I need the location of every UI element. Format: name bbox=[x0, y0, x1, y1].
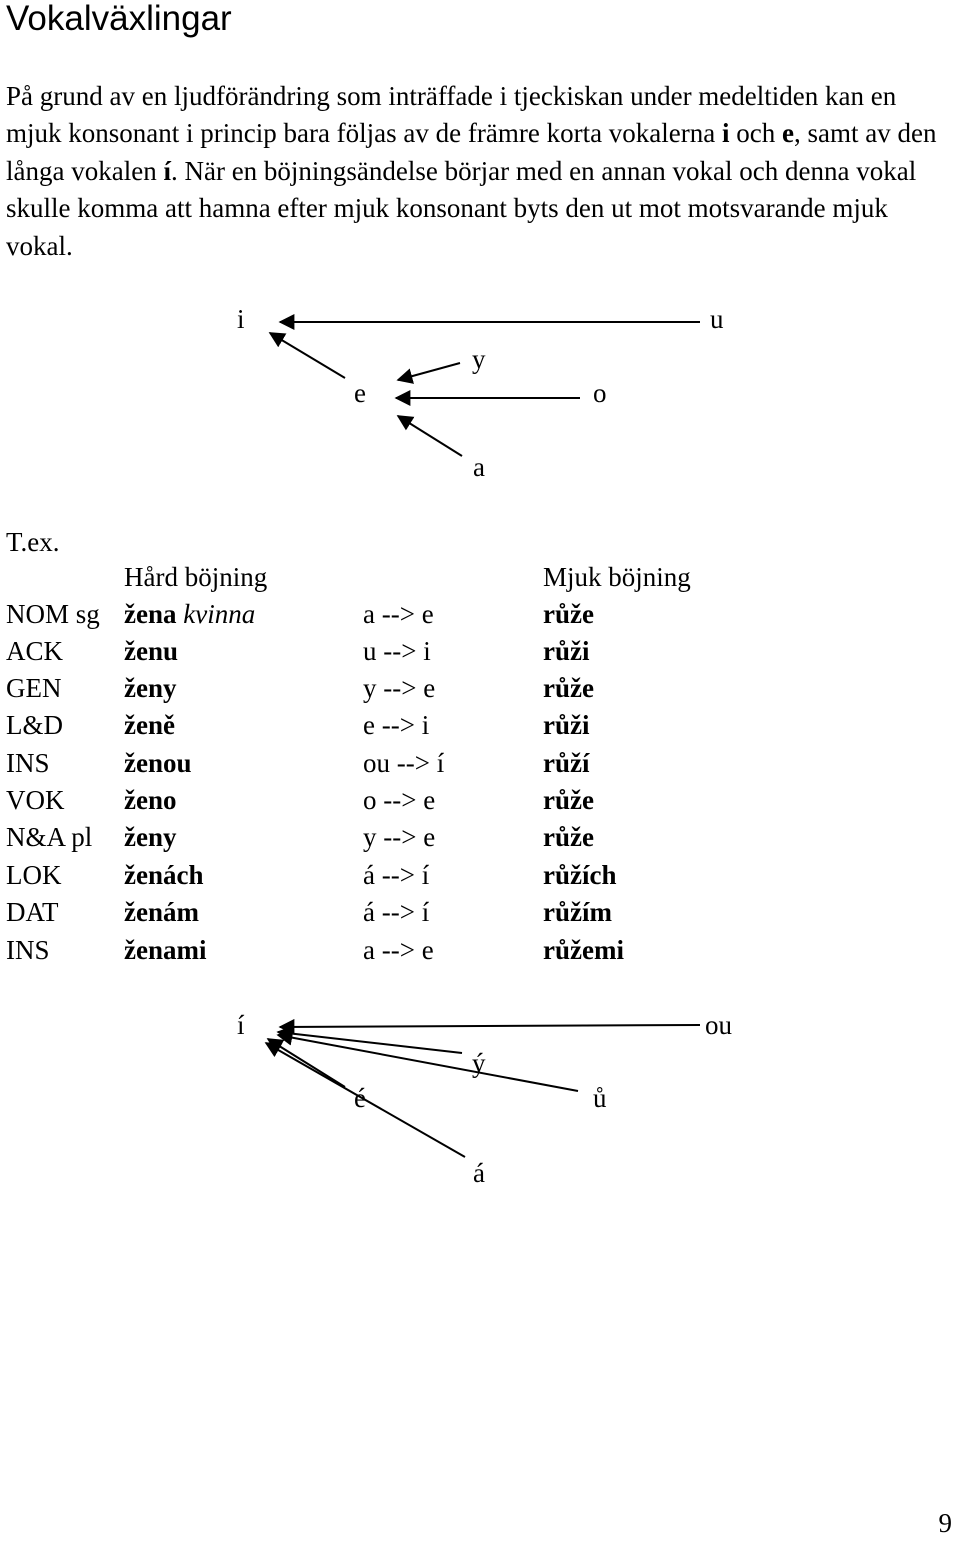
intro-text-3: , samt av den långa vokalen bbox=[6, 118, 937, 186]
example-label: T.ex. bbox=[6, 527, 60, 557]
hard-form: ženě bbox=[124, 710, 175, 740]
soft-form: růží bbox=[543, 748, 590, 778]
soft-form: růžích bbox=[543, 860, 617, 890]
gloss: kvinna bbox=[183, 599, 256, 629]
table-row: INS ženou ou --> í růží bbox=[0, 748, 960, 785]
node-a: a bbox=[473, 452, 485, 482]
vowel-change: á --> í bbox=[363, 860, 430, 890]
table-row: ACK ženu u --> i růži bbox=[0, 636, 960, 673]
arrow-a-to-e bbox=[396, 415, 463, 457]
arrow-long-y-to-long-i bbox=[276, 1025, 463, 1054]
table-row: INS ženami a --> e růžemi bbox=[0, 935, 960, 972]
table-row: DAT ženám á --> í růžím bbox=[0, 897, 960, 934]
long-vowel-diagram: í ou ý é ů á bbox=[0, 1005, 960, 1195]
intro-text-2: och bbox=[729, 118, 783, 149]
vowel-change: e --> i bbox=[363, 710, 430, 740]
vowel-change: o --> e bbox=[363, 785, 436, 815]
arrow-e-to-i bbox=[268, 332, 346, 379]
table-row: GEN ženy y --> e růže bbox=[0, 673, 960, 710]
case-label: INS bbox=[6, 748, 50, 778]
node-e: e bbox=[354, 378, 366, 408]
hard-form: ženo bbox=[124, 785, 177, 815]
hard-form: žena kvinna bbox=[124, 599, 255, 629]
hard-form: ženu bbox=[124, 636, 178, 666]
vowel-long-i: í bbox=[163, 155, 171, 186]
soft-form: růže bbox=[543, 673, 594, 703]
vowel-change: ou --> í bbox=[363, 748, 445, 778]
table-row: L&D ženě e --> i růži bbox=[0, 710, 960, 747]
vowel-change: a --> e bbox=[363, 599, 434, 629]
table-row: LOK ženách á --> í růžích bbox=[0, 860, 960, 897]
hard-word: žena bbox=[124, 599, 177, 629]
node-i: i bbox=[237, 304, 245, 334]
soft-form: růžemi bbox=[543, 935, 624, 965]
node-y: y bbox=[472, 344, 486, 374]
node-long-y: ý bbox=[472, 1048, 486, 1078]
node-o: o bbox=[593, 378, 607, 408]
intro-paragraph: På grund av en ljudförändring som inträf… bbox=[6, 78, 956, 265]
vowel-change: y --> e bbox=[363, 673, 436, 703]
arrow-u-ring-to-long-i bbox=[276, 1029, 579, 1092]
vowel-change: á --> í bbox=[363, 897, 430, 927]
case-label: LOK bbox=[6, 860, 62, 890]
hard-form: ženy bbox=[124, 673, 177, 703]
soft-form: růži bbox=[543, 636, 590, 666]
node-long-e: é bbox=[354, 1083, 366, 1113]
case-label: DAT bbox=[6, 897, 59, 927]
vowel-i: i bbox=[722, 118, 730, 149]
arrow-long-a-to-long-i bbox=[264, 1042, 466, 1158]
vowel-change: a --> e bbox=[363, 935, 434, 965]
soft-form: růže bbox=[543, 599, 594, 629]
page-number: 9 bbox=[938, 1508, 953, 1538]
table-row: NOM sg žena kvinna a --> e růže bbox=[0, 599, 960, 636]
hard-form: ženou bbox=[124, 748, 192, 778]
node-long-a: á bbox=[473, 1158, 485, 1188]
page-title: Vokalväxlingar bbox=[6, 0, 232, 38]
vowel-change: u --> i bbox=[363, 636, 431, 666]
short-vowel-diagram: i u y e o a bbox=[0, 300, 960, 490]
soft-form: růži bbox=[543, 710, 590, 740]
arrow-y-to-e bbox=[396, 362, 461, 384]
case-label: NOM sg bbox=[6, 599, 100, 629]
hard-form: ženy bbox=[124, 822, 177, 852]
case-label: ACK bbox=[6, 636, 64, 666]
case-label: INS bbox=[6, 935, 50, 965]
hard-form: ženami bbox=[124, 935, 207, 965]
case-label: L&D bbox=[6, 710, 63, 740]
case-label: N&A pl bbox=[6, 822, 93, 852]
vowel-e: e bbox=[782, 118, 794, 149]
arrow-ou-to-long-i bbox=[278, 1018, 701, 1035]
vowel-change: y --> e bbox=[363, 822, 436, 852]
case-label: VOK bbox=[6, 785, 65, 815]
node-long-i: í bbox=[237, 1010, 245, 1040]
long-vowel-arrows bbox=[264, 1018, 701, 1158]
hard-form: ženám bbox=[124, 897, 199, 927]
header-hard-declension: Hård böjning bbox=[124, 562, 268, 592]
hard-form: ženách bbox=[124, 860, 204, 890]
header-soft-declension: Mjuk böjning bbox=[543, 562, 691, 592]
node-ou: ou bbox=[705, 1010, 732, 1040]
soft-form: růže bbox=[543, 822, 594, 852]
soft-form: růžím bbox=[543, 897, 612, 927]
node-u-ring: ů bbox=[593, 1083, 607, 1113]
soft-form: růže bbox=[543, 785, 594, 815]
short-vowel-arrows bbox=[268, 314, 700, 457]
table-row: VOK ženo o --> e růže bbox=[0, 785, 960, 822]
intro-text-1: På grund av en ljudförändring som inträf… bbox=[6, 81, 897, 149]
table-row: N&A pl ženy y --> e růže bbox=[0, 822, 960, 859]
intro-text-4: . När en böjningsändelse börjar med en a… bbox=[6, 155, 917, 261]
node-u: u bbox=[710, 304, 724, 334]
case-label: GEN bbox=[6, 673, 62, 703]
